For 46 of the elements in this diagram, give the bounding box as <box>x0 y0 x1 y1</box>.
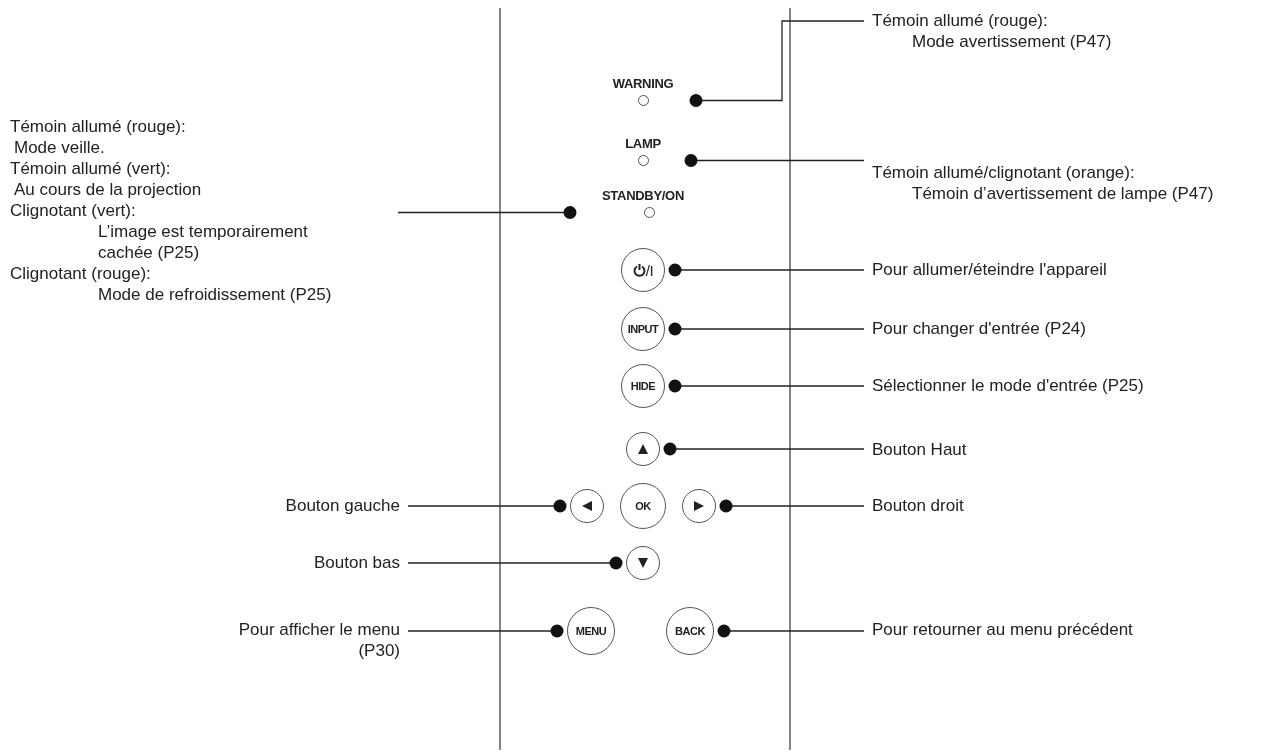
panel-button: /I <box>621 248 665 292</box>
callout-text: Sélectionner le mode d'entrée (P25) <box>872 375 1252 396</box>
callout-text: Bouton Haut <box>872 439 1252 460</box>
callout-text: Pour retourner au menu précédent <box>872 619 1252 640</box>
panel-button: HIDE <box>621 364 665 408</box>
leader-line <box>668 322 865 336</box>
arrow-button <box>626 546 660 580</box>
panel-button: MENU <box>567 607 615 655</box>
callout-text: Pour allumer/éteindre l'appareil <box>872 259 1252 280</box>
callout-text: Mode avertissement (P47) <box>912 31 1113 52</box>
leader-line <box>663 442 865 456</box>
callout-text: Témoin allumé (vert): <box>10 158 172 179</box>
indicator-label: STANDBY/ON <box>602 188 684 203</box>
leader-line <box>689 20 865 107</box>
leader-line <box>717 624 865 638</box>
callout-text: Clignotant (rouge): <box>10 263 152 284</box>
arrow-button <box>626 432 660 466</box>
callout-text: Pour changer d'entrée (P24) <box>872 318 1252 339</box>
callout-text: Mode de refroidissement (P25) <box>98 284 333 305</box>
callout-text: Au cours de la projection <box>14 179 203 200</box>
indicator-label: WARNING <box>612 76 674 91</box>
callout-text: Clignotant (vert): <box>10 200 137 221</box>
leader-line <box>407 556 623 570</box>
panel-button: INPUT <box>621 307 665 351</box>
panel-button: OK <box>620 483 666 529</box>
callout-text: Témoin allumé/clignotant (orange): <box>872 162 1136 183</box>
callout-text: Mode veille. <box>14 137 106 158</box>
leader-line <box>407 499 567 513</box>
arrow-button <box>570 489 604 523</box>
callout-text: Pour afficher le menu (P30) <box>200 619 400 661</box>
arrow-button <box>682 489 716 523</box>
callout-text: Témoin allumé (rouge): <box>872 10 1049 31</box>
leader-line <box>407 624 564 638</box>
callout-text: Témoin d’avertissement de lampe (P47) <box>912 183 1215 204</box>
callout-text: L’image est temporairement cachée (P25) <box>98 221 309 263</box>
leader-line <box>397 206 577 219</box>
callout-text: Bouton droit <box>872 495 1252 516</box>
indicator-label: LAMP <box>625 136 661 151</box>
callout-text: Bouton gauche <box>100 495 400 516</box>
callout-text: Bouton bas <box>100 552 400 573</box>
leader-line <box>668 379 865 393</box>
leader-line <box>719 499 865 513</box>
leader-line <box>668 263 865 277</box>
leader-line <box>684 154 865 167</box>
callout-text: Témoin allumé (rouge): <box>10 116 187 137</box>
panel-button: BACK <box>666 607 714 655</box>
